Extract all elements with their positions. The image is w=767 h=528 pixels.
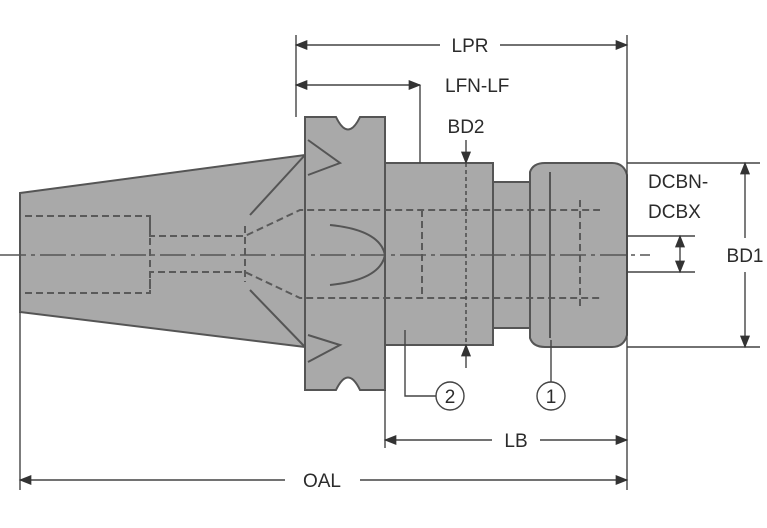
bd2-label: BD2 <box>448 117 485 138</box>
oal-label: OAL <box>303 471 341 492</box>
callout-1-number: 1 <box>546 387 557 408</box>
taper-shank <box>19 153 306 349</box>
flange-v-groove-lower <box>307 334 343 363</box>
callout-1-circle <box>536 381 566 411</box>
chamfer-line-lower <box>249 289 306 348</box>
bd1-label: BD1 <box>727 246 764 267</box>
lb-label: LB <box>504 431 527 452</box>
dcbn-label: DCBN- <box>648 172 708 193</box>
lfn-lf-label: LFN-LF <box>445 76 509 97</box>
chamfer-line <box>249 154 306 216</box>
lpr-label: LPR <box>452 36 489 57</box>
callout-2-circle <box>435 381 465 411</box>
dcbx-label: DCBX <box>648 202 701 223</box>
hidden-bore-lower <box>25 271 600 299</box>
hidden-bore-upper <box>25 209 600 237</box>
flange <box>304 116 386 391</box>
callout-2-leader <box>404 330 436 397</box>
flange-v-groove <box>307 139 343 176</box>
holder-body <box>384 162 494 346</box>
callout-2-number: 2 <box>445 387 456 408</box>
